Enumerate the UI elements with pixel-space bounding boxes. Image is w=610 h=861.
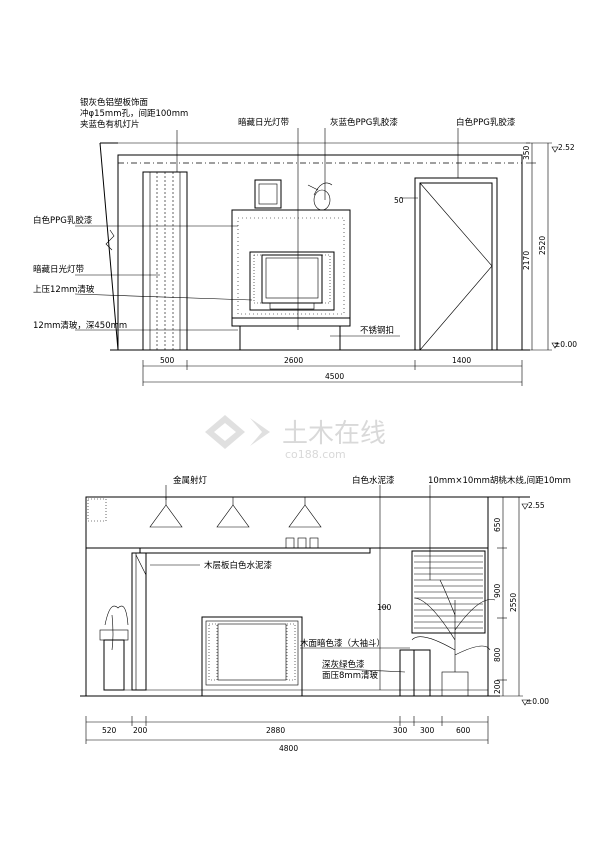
dim-bottom-200: 200 (133, 726, 148, 735)
label-hidden-light-left: 暗藏日光灯带 (33, 264, 85, 275)
label-glass-top: 上压12mm清玻 (33, 284, 95, 295)
dim-total-4800: 4800 (279, 744, 298, 753)
watermark-en: co188.com (285, 448, 346, 461)
tv-icon (201, 616, 303, 697)
dim-total-4500: 4500 (325, 372, 344, 381)
level-top-bottom: 2.55 (528, 501, 545, 510)
dim-bottom-520: 520 (102, 726, 117, 735)
dim-bottom-1400: 1400 (452, 356, 471, 365)
label-grey-blue-paint: 灰蓝色PPG乳胶漆 (330, 117, 398, 128)
label-wood-dark: 木面暗色漆（大袖斗） (300, 638, 385, 649)
dim-right-200: 200 (493, 679, 502, 694)
dim-right-2550: 2550 (509, 593, 518, 612)
shelf-decor-icon (285, 537, 319, 549)
watermark-cn: 土木在线 (282, 419, 386, 449)
top-elevation: 银灰色铝塑板饰面 冲φ15mm孔，间距100mm 夹蓝色有机灯片 暗藏日光灯带 … (33, 97, 577, 386)
picture-frame-icon (254, 179, 282, 209)
level-bottom: ±0.00 (554, 340, 577, 349)
watermark: 土木在线 co188.com (205, 415, 386, 461)
label-aluminum-panel-1: 银灰色铝塑板饰面 (80, 97, 149, 108)
dim-right-2170: 2170 (522, 251, 531, 270)
label-steel-clip: 不锈钢扣 (360, 325, 394, 336)
dim-bottom-300b: 300 (420, 726, 435, 735)
label-glass-shelf: 12mm清玻，深450mm (33, 320, 127, 331)
label-door-mark: 50 (394, 196, 404, 205)
dim-bottom-500: 500 (160, 356, 175, 365)
bottom-elevation: 金属射灯 白色水泥漆 10mm×10mm胡桃木线,间距10mm 木层板白色水泥漆… (80, 475, 571, 753)
label-deep-green: 深灰绿色漆 (322, 659, 365, 670)
label-spotlight: 金属射灯 (173, 475, 208, 486)
plant-right-icon (411, 579, 496, 697)
dim-right-350: 350 (522, 145, 531, 160)
label-white-cement-paint: 白色水泥漆 (352, 475, 395, 486)
label-aluminum-panel-3: 夹蓝色有机灯片 (80, 119, 140, 130)
dim-bottom-2880: 2880 (266, 726, 285, 735)
dim-bottom-600: 600 (456, 726, 471, 735)
plant-left-icon (99, 605, 129, 651)
label-mark-100: 100 (377, 603, 392, 612)
label-glass: 面压8mm清玻 (322, 670, 378, 681)
label-hidden-light: 暗藏日光灯带 (238, 117, 290, 128)
dim-right-800: 800 (493, 647, 502, 662)
label-shelf: 木层板白色水泥漆 (204, 560, 273, 571)
label-aluminum-panel-2: 冲φ15mm孔，间距100mm (80, 108, 188, 119)
dim-bottom-300a: 300 (393, 726, 408, 735)
watermark-logo-icon (205, 415, 270, 449)
dim-right-2520: 2520 (538, 236, 547, 255)
dim-right-900: 900 (493, 583, 502, 598)
level-top: 2.52 (558, 143, 575, 152)
label-white-paint-right: 白色PPG乳胶漆 (456, 117, 516, 128)
label-wood-lines: 10mm×10mm胡桃木线,间距10mm (428, 475, 571, 486)
label-white-paint-left: 白色PPG乳胶漆 (33, 215, 93, 226)
dim-bottom-2600: 2600 (284, 356, 303, 365)
wood-lines-panel (414, 555, 483, 629)
vase-plant-icon (307, 182, 333, 211)
level-bottom-bottom: ±0.00 (526, 697, 549, 706)
dim-right-650: 650 (493, 517, 502, 532)
spotlight-icon (149, 497, 322, 528)
